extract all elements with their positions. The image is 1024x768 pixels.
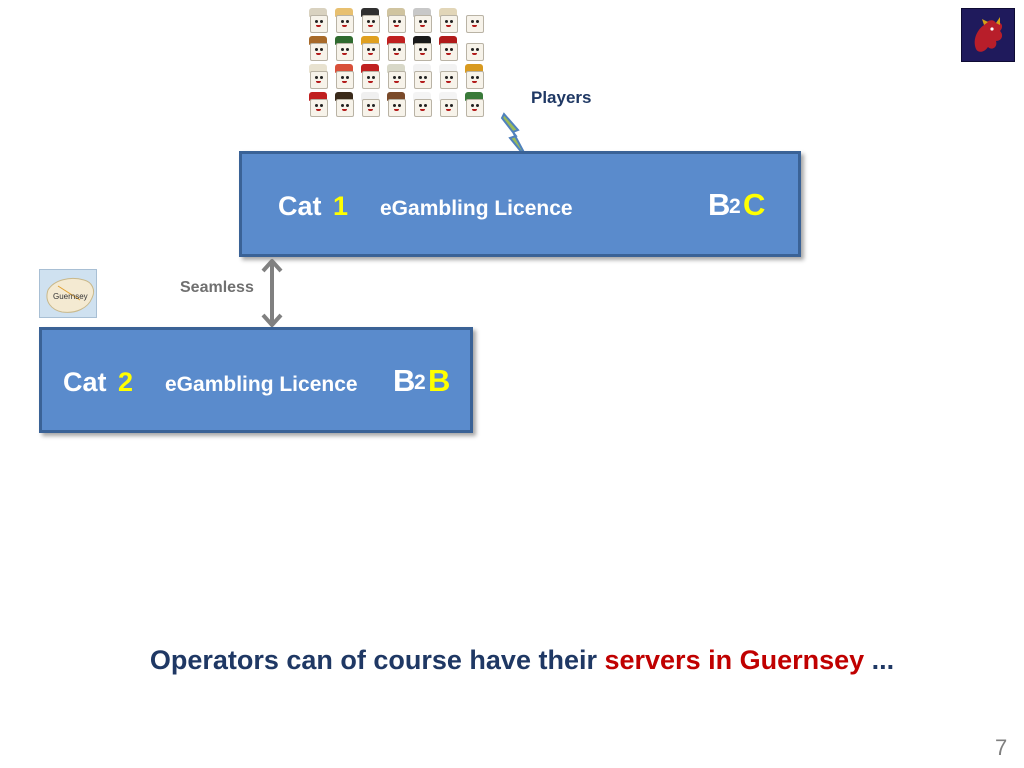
player-face-icon: [383, 8, 409, 36]
player-face-icon: [461, 64, 487, 92]
statement-text-start: Operators can of course have their: [149, 645, 605, 675]
cat2-accent-letter: B: [428, 363, 451, 398]
seamless-double-arrow-icon: [261, 259, 283, 327]
cat1-licence-box: Cat 1 eGambling Licence B 2 C: [239, 151, 801, 257]
map-label: Guernsey: [53, 292, 88, 301]
player-face-icon: [357, 64, 383, 92]
statement-text-end: ...: [864, 645, 895, 675]
player-face-icon: [435, 92, 461, 120]
player-face-icon: [331, 64, 357, 92]
page-number: 7: [995, 735, 1008, 760]
player-face-icon: [409, 36, 435, 64]
cat1-accent-letter: C: [743, 187, 766, 222]
player-face-icon: [383, 36, 409, 64]
cat1-b-letter: B: [708, 187, 731, 222]
player-face-icon: [435, 36, 461, 64]
cat1-cat-word: Cat: [278, 191, 322, 221]
player-face-icon: [331, 36, 357, 64]
player-face-icon: [305, 36, 331, 64]
statement-highlight: servers in Guernsey: [604, 645, 865, 675]
cat2-number: 2: [118, 367, 134, 397]
player-face-icon: [383, 64, 409, 92]
seamless-label: Seamless: [180, 279, 254, 296]
player-face-icon: [461, 36, 487, 64]
cat2-cat-word: Cat: [63, 367, 107, 397]
cat2-b-letter: B: [393, 363, 416, 398]
cat1-licence-label: eGambling Licence: [380, 197, 573, 220]
player-face-icon: [357, 8, 383, 36]
player-face-icon: [461, 92, 487, 120]
player-face-icon: [383, 92, 409, 120]
player-face-icon: [435, 64, 461, 92]
guernsey-map-thumbnail: [39, 269, 97, 318]
player-face-icon: [461, 8, 487, 36]
player-face-icon: [435, 8, 461, 36]
player-face-icon: [331, 8, 357, 36]
players-illustration: [305, 8, 495, 120]
player-face-icon: [409, 64, 435, 92]
player-face-icon: [305, 92, 331, 120]
operators-statement: Operators can of course have their serve…: [0, 645, 1024, 676]
cat2-two: 2: [414, 371, 426, 394]
cat1-number: 1: [333, 191, 349, 221]
player-face-icon: [357, 36, 383, 64]
players-label: Players: [531, 88, 592, 107]
player-face-icon: [357, 92, 383, 120]
cat2-licence-label: eGambling Licence: [165, 373, 358, 396]
cat1-two: 2: [729, 195, 741, 218]
player-face-icon: [331, 92, 357, 120]
player-face-icon: [305, 8, 331, 36]
player-face-icon: [305, 64, 331, 92]
lightning-bolt-icon: [500, 112, 529, 161]
player-face-icon: [409, 92, 435, 120]
player-face-icon: [409, 8, 435, 36]
cat2-licence-box: Cat 2 eGambling Licence B 2 B: [39, 327, 473, 433]
crest-logo: [961, 8, 1015, 62]
